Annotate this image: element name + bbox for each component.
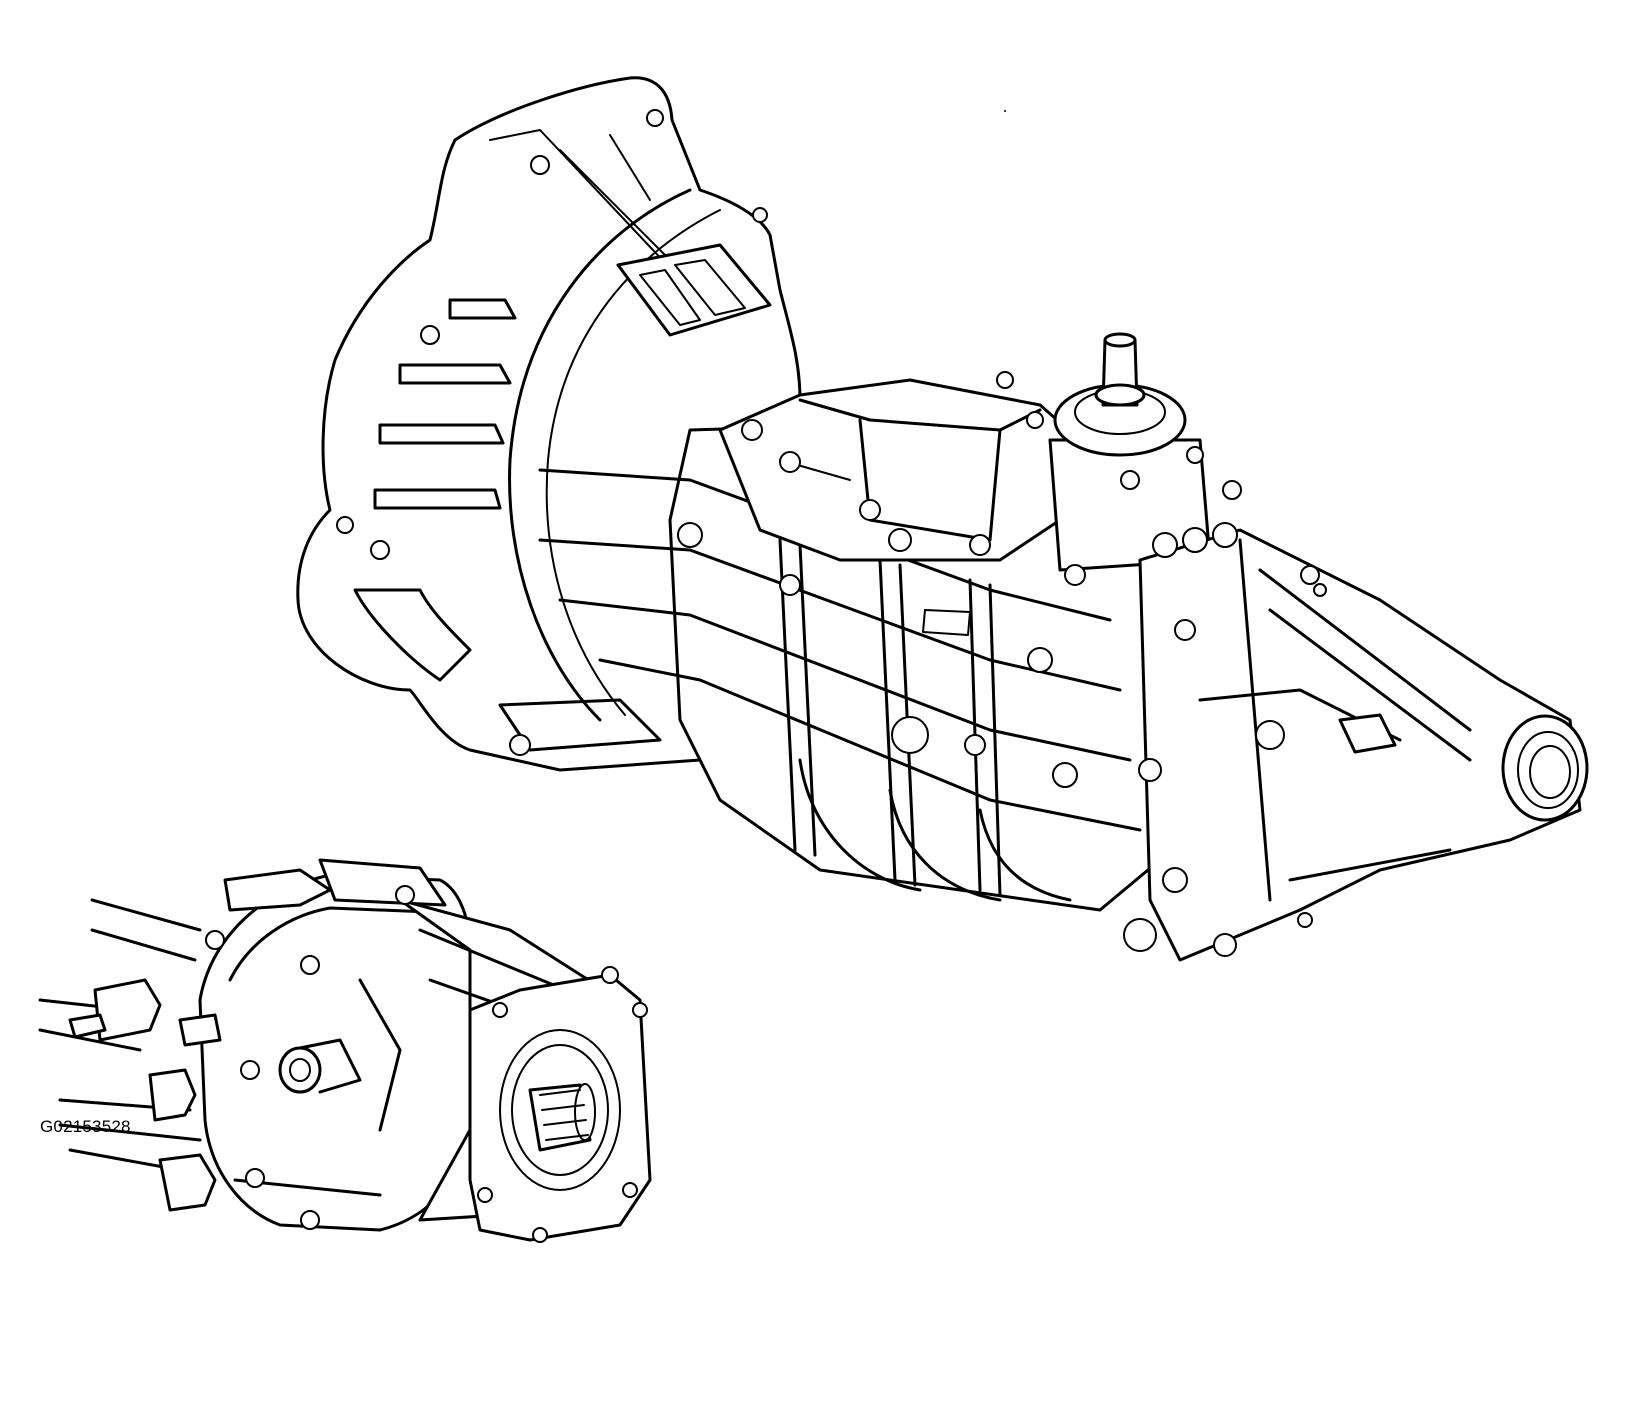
inset-detail-view [38,858,652,1243]
figure-identifier: G02153528 [40,1117,131,1136]
main-transmission-assembly [296,76,1589,962]
adapter-housing [198,873,472,1232]
case-bolts [509,371,1327,957]
